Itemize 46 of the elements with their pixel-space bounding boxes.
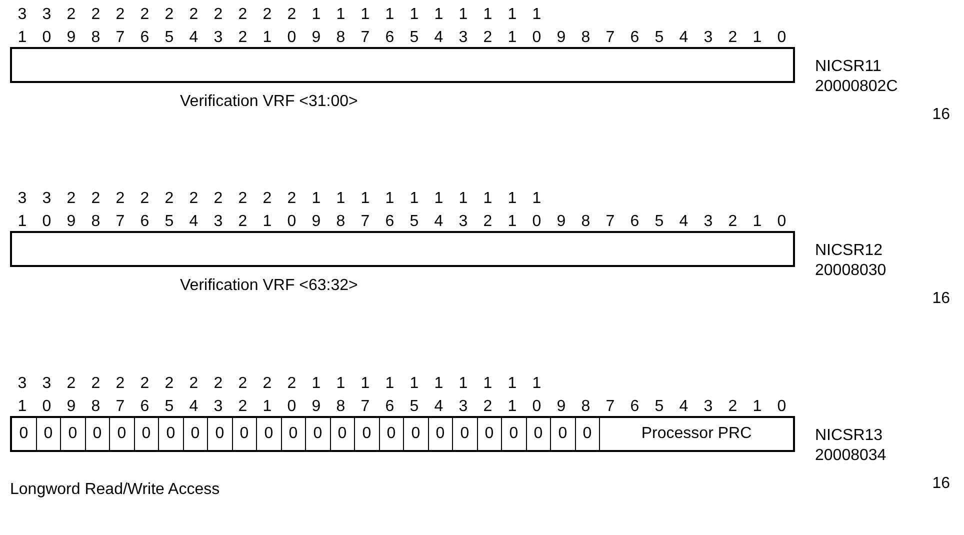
field-name: Verification VRF <63:32> bbox=[180, 276, 358, 296]
register-box bbox=[10, 47, 795, 83]
field-cell: 0 bbox=[86, 418, 110, 450]
field-cell: 0 bbox=[61, 418, 86, 450]
field-cell: 0 bbox=[453, 418, 478, 450]
field-name: Processor PRC bbox=[600, 418, 793, 450]
radix-subscript: 16 bbox=[932, 474, 950, 494]
field-cell: 0 bbox=[110, 418, 134, 450]
field-cell: 0 bbox=[576, 418, 600, 450]
register-address: 20008034 bbox=[815, 446, 886, 466]
field-cell: 0 bbox=[134, 418, 159, 450]
register-box bbox=[10, 416, 795, 452]
field-cell: 0 bbox=[159, 418, 184, 450]
field-cell: 0 bbox=[330, 418, 355, 450]
field-cell: 0 bbox=[404, 418, 428, 450]
caption: Longword Read/Write Access bbox=[10, 480, 220, 500]
register-box bbox=[10, 231, 795, 267]
field-cell: 0 bbox=[208, 418, 232, 450]
field-cell: 0 bbox=[232, 418, 257, 450]
bit-number-row-text: 1 0 9 8 7 6 5 4 3 2 1 0 9 8 7 6 5 4 3 2 1 0 9 8 7 6 5 4 3 2 1 0 bbox=[16, 397, 788, 417]
register-name: NICSR13 bbox=[815, 426, 883, 446]
radix-subscript: 16 bbox=[932, 105, 950, 125]
field-cell: 0 bbox=[355, 418, 380, 450]
register-address: 20008030 bbox=[815, 261, 886, 281]
register-name: NICSR11 bbox=[815, 57, 882, 77]
bit-number-row-text: 1 0 9 8 7 6 5 4 3 2 1 0 9 8 7 6 5 4 3 2 1 0 9 8 7 6 5 4 3 2 1 0 bbox=[16, 212, 788, 232]
field-cell: 0 bbox=[306, 418, 330, 450]
field-cell: 0 bbox=[380, 418, 404, 450]
bit-number-row-text: 3 3 2 2 2 2 2 2 2 2 2 2 1 1 1 1 1 1 1 1 1 1 bbox=[16, 189, 542, 209]
field-cell: 0 bbox=[12, 418, 36, 450]
field-cell: 0 bbox=[551, 418, 576, 450]
bit-number-row-text: 3 3 2 2 2 2 2 2 2 2 2 2 1 1 1 1 1 1 1 1 1 1 bbox=[16, 374, 542, 394]
bit-number-row-text: 3 3 2 2 2 2 2 2 2 2 2 2 1 1 1 1 1 1 1 1 1 1 bbox=[16, 5, 542, 25]
field-cell: 0 bbox=[184, 418, 208, 450]
field-cell: 0 bbox=[478, 418, 502, 450]
register-name: NICSR12 bbox=[815, 241, 883, 261]
field-cell: 0 bbox=[526, 418, 551, 450]
field-cell: 0 bbox=[257, 418, 282, 450]
field-cell: 0 bbox=[282, 418, 306, 450]
field-cell: 0 bbox=[428, 418, 453, 450]
field-cell: 0 bbox=[36, 418, 61, 450]
radix-subscript: 16 bbox=[932, 289, 950, 309]
field-cell: 0 bbox=[502, 418, 526, 450]
register-address: 20000802C bbox=[815, 77, 898, 97]
field-name: Verification VRF <31:00> bbox=[180, 92, 358, 112]
bit-number-row-text: 1 0 9 8 7 6 5 4 3 2 1 0 9 8 7 6 5 4 3 2 1 0 9 8 7 6 5 4 3 2 1 0 bbox=[16, 28, 788, 48]
